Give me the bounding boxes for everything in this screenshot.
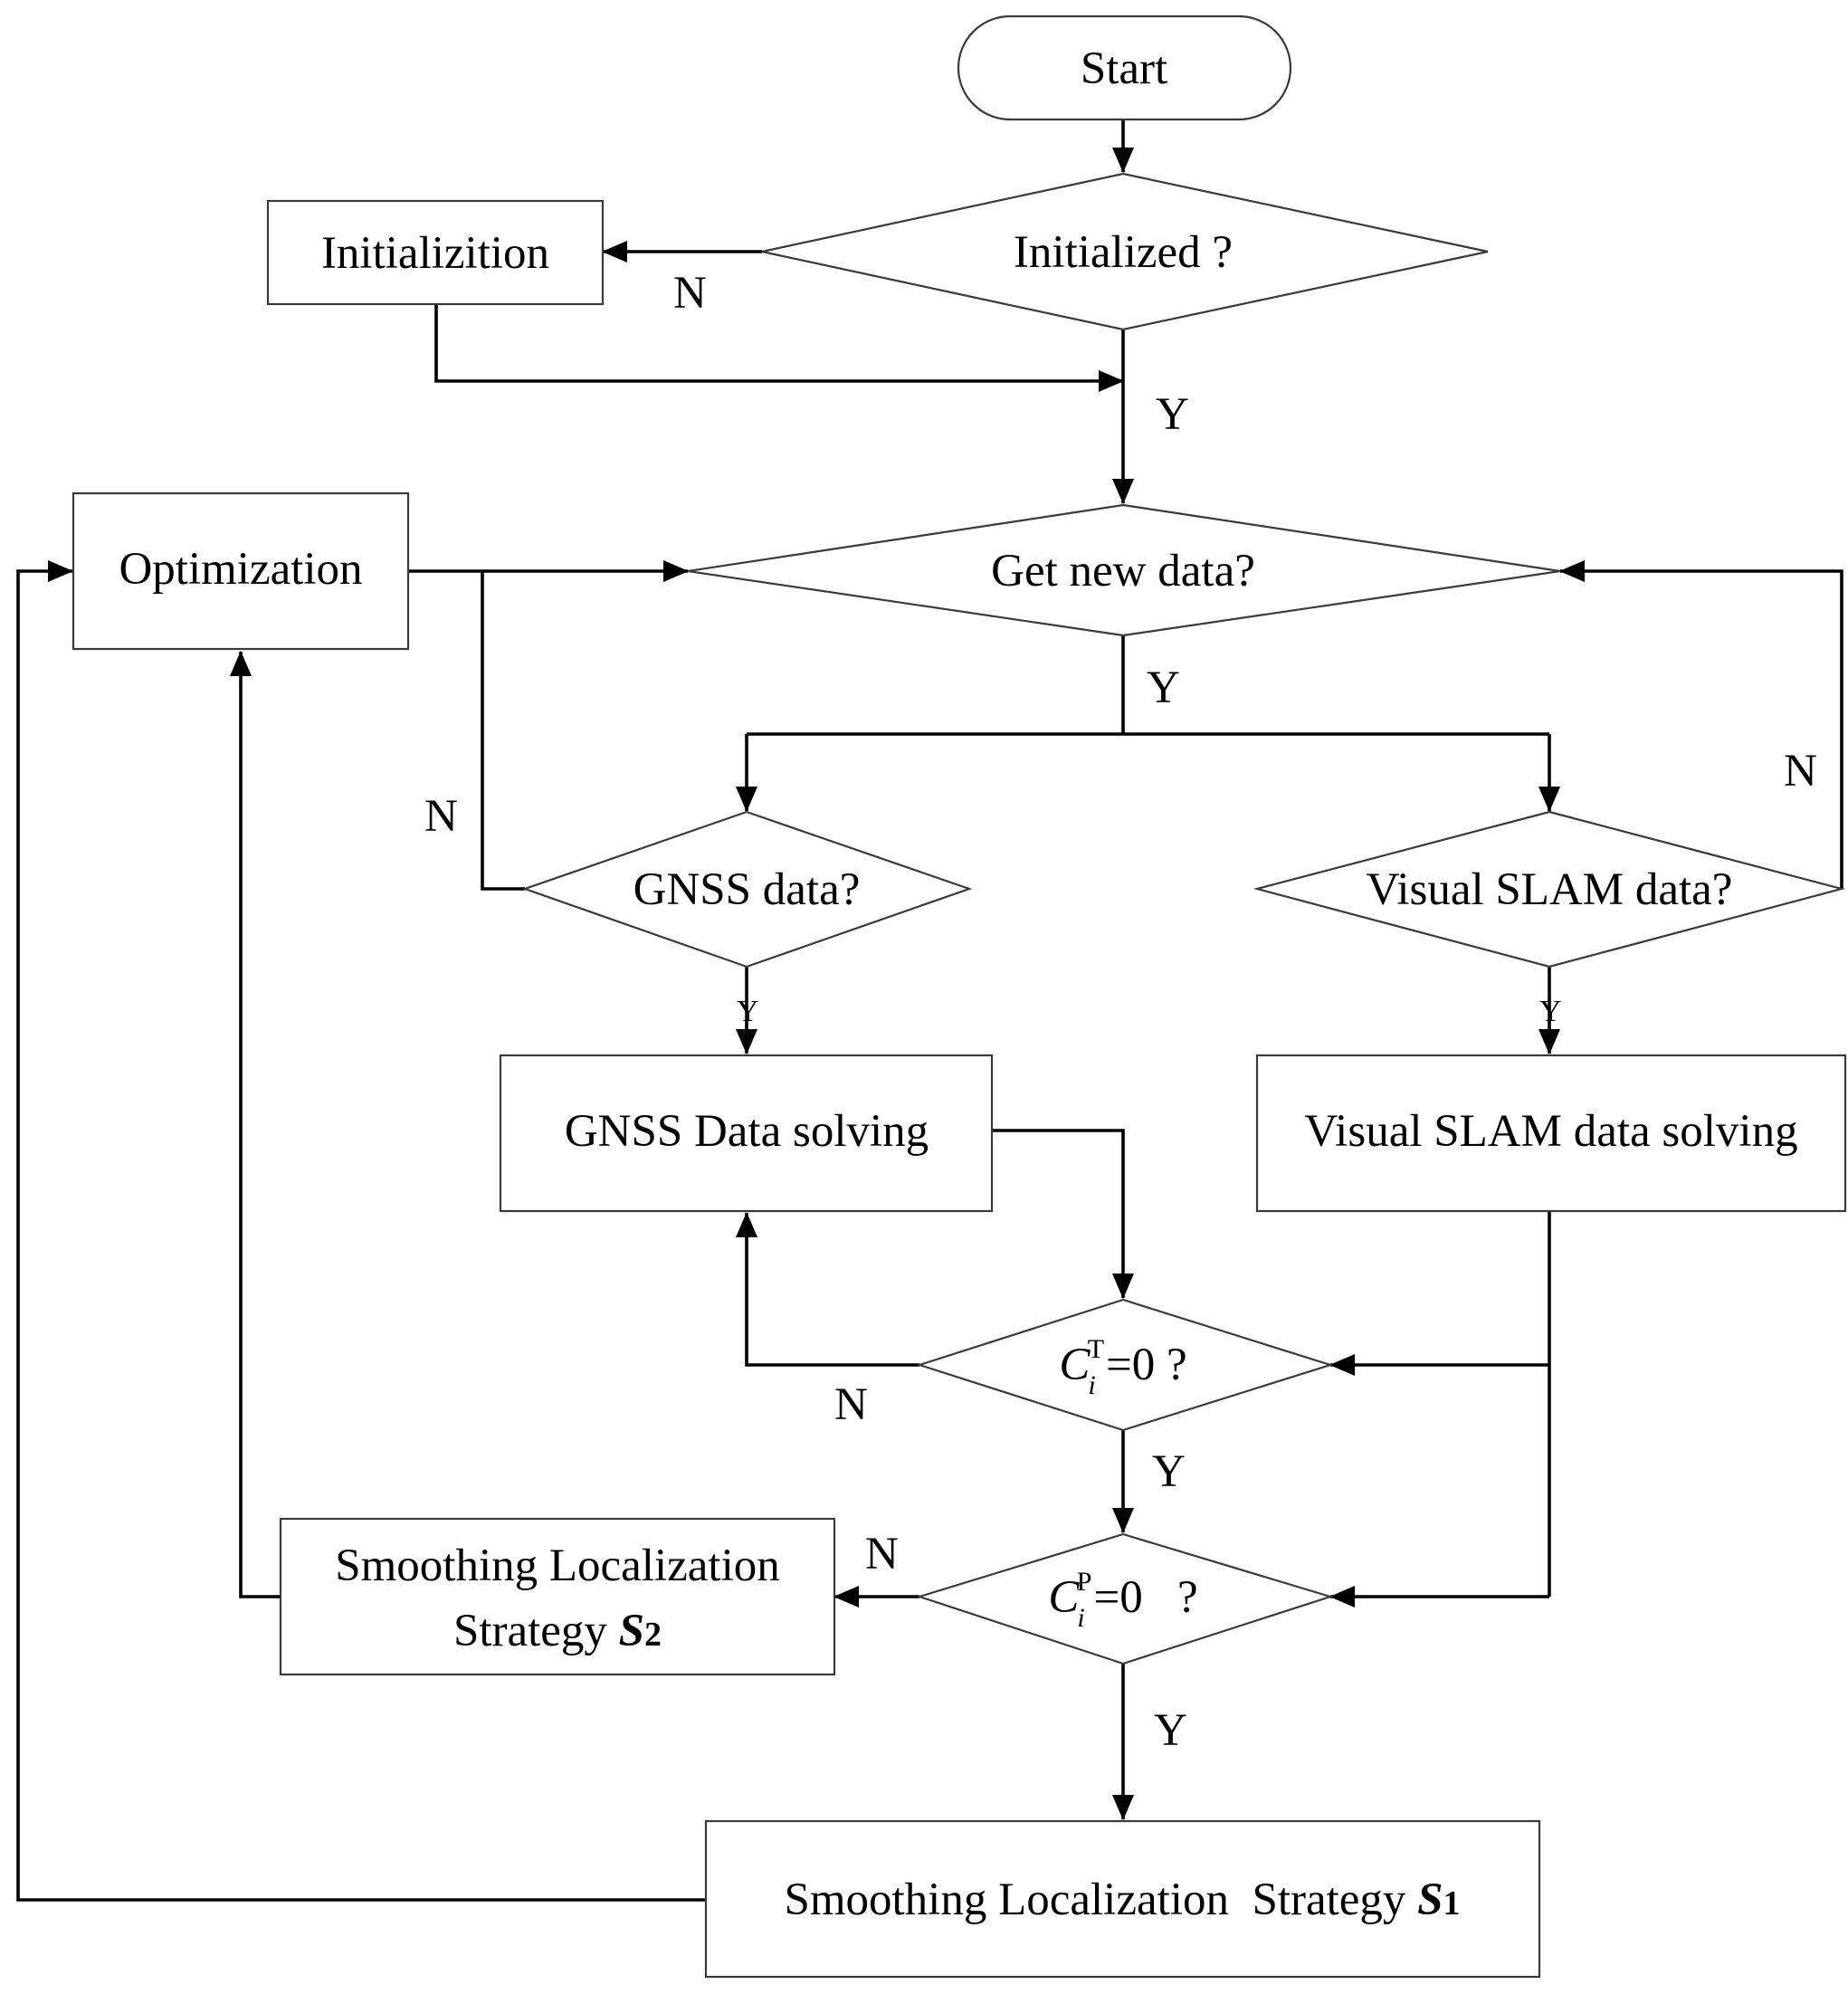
gnss-solving-label: GNSS Data solving [565,1106,929,1157]
strategy-s2-index: 2 [644,1616,662,1654]
node-gnss-decision: GNSS data? [521,810,973,968]
label-initialized-no: N [673,268,707,319]
edge-gnss-solving-to-ct [992,1129,1134,1299]
strategy-s1-label: Smoothing Localization Strategy S1 [784,1875,1460,1925]
optimization-label: Optimization [119,544,362,595]
initialized-label: Initialized ? [1014,227,1233,278]
edge-ct-no [736,1212,919,1367]
node-strategy-s2: Smoothing Localization Strategy S2 [279,1517,836,1676]
edge-gnss-no [481,571,525,891]
node-start: Start [957,14,1292,121]
ct-symbol: C [1059,1340,1091,1390]
label-vslam-yes: Y [1539,995,1562,1028]
node-initialization: Initializition [266,199,605,306]
cp-condition: CiP=0 ? [1048,1567,1197,1633]
node-optimization: Optimization [71,491,410,651]
getdata-label: Get new data? [991,546,1255,596]
gnss-decision-label: GNSS data? [633,864,861,915]
strategy-s1-symbol: S [1417,1875,1443,1925]
strategy-s2-symbol: S [619,1606,644,1656]
strategy-s2-line2: Strategy S2 [453,1606,662,1656]
node-ct-decision: CiT=0 ? [916,1298,1334,1432]
vslam-solving-label: Visual SLAM data solving [1304,1106,1797,1157]
vslam-decision-label: Visual SLAM data? [1367,864,1733,915]
node-vslam-solving: Visual SLAM data solving [1255,1054,1847,1213]
ct-condition: CiT=0 ? [1059,1334,1186,1400]
cp-superscript: P [1077,1567,1092,1597]
edge-s1-to-optimization [16,560,706,1902]
label-ct-no: N [834,1379,868,1430]
cp-condition-text: =0 ? [1093,1572,1197,1623]
label-initialized-yes: Y [1156,389,1189,440]
initialization-label: Initializition [321,228,549,279]
node-cp-decision: CiP=0 ? [916,1532,1334,1665]
node-initialized-decision: Initialized ? [761,172,1489,331]
connectors [16,119,1843,1902]
node-vslam-decision: Visual SLAM data? [1253,810,1846,968]
strategy-s2-line1: Smoothing Localization [335,1541,780,1591]
label-gnss-no: N [424,791,458,842]
branch-labels: N Y Y N N Y Y N Y N Y [424,268,1817,1756]
node-gnss-solving: GNSS Data solving [499,1054,994,1213]
label-vslam-no: N [1784,746,1817,797]
ct-condition-text: =0 ? [1106,1340,1187,1390]
cp-subscript: i [1077,1603,1084,1633]
start-label: Start [1081,43,1167,94]
label-ct-yes: Y [1152,1446,1186,1497]
ct-subscript: i [1088,1370,1095,1400]
label-cp-no: N [865,1529,899,1579]
strategy-s1-index: 1 [1443,1884,1461,1922]
node-strategy-s1: Smoothing Localization Strategy S1 [704,1819,1541,1979]
cp-symbol: C [1048,1572,1080,1623]
label-cp-yes: Y [1154,1705,1187,1756]
label-getdata-yes: Y [1147,663,1180,713]
label-gnss-yes: Y [737,995,759,1028]
edge-s2-to-optimization [230,651,281,1598]
edge-vslam-no [1559,560,1843,889]
node-getdata-decision: Get new data? [687,503,1561,637]
edge-initialization-to-main [434,304,1124,392]
ct-superscript: T [1088,1334,1104,1364]
